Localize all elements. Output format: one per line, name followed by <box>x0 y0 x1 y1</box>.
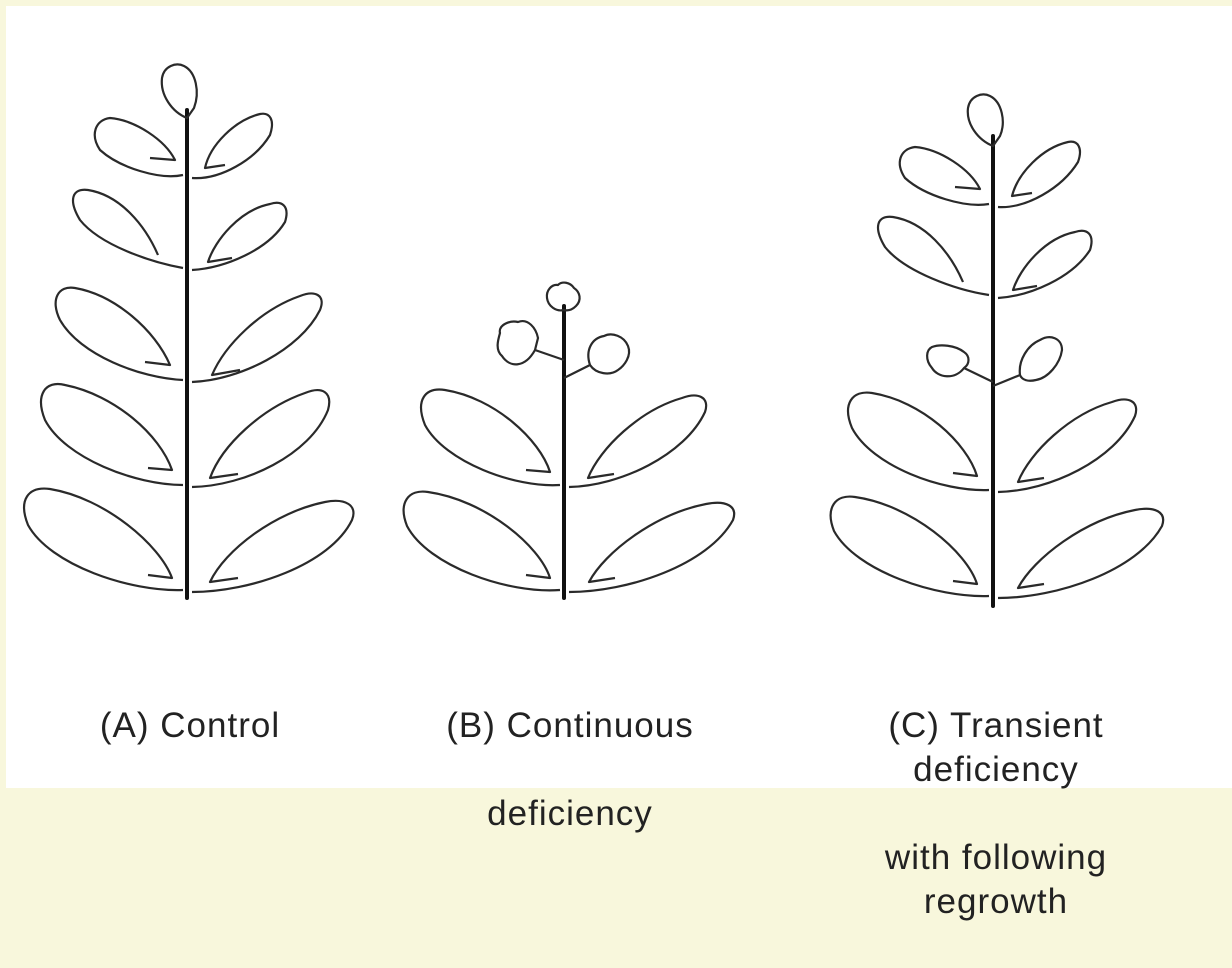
leaf-a-3-right <box>192 294 322 382</box>
plant-b-continuous <box>404 283 734 598</box>
leaf-a-4-left <box>41 384 183 485</box>
caption-b-line2: deficiency <box>400 792 740 836</box>
caption-b-line1: (B) Continuous <box>400 704 740 748</box>
leaf-b-2-right <box>569 503 734 592</box>
leaf-c-3-right <box>998 400 1136 492</box>
caption-b: (B) Continuous deficiency <box>400 660 740 880</box>
leaf-b-1-right <box>569 396 706 487</box>
damaged-leaf-b-left <box>498 321 538 364</box>
leaf-b-2-left <box>404 492 560 591</box>
leaf-b-1-left <box>421 390 560 486</box>
caption-c-line1: (C) Transient deficiency <box>826 704 1166 792</box>
leaf-c-2-left <box>878 217 989 295</box>
leaf-a-5-right <box>192 501 353 592</box>
damaged-leaf-c-left <box>927 345 968 376</box>
leaf-c-1-right <box>998 142 1080 207</box>
leaf-a-1-left <box>95 118 183 176</box>
plant-c-transient <box>831 95 1163 607</box>
caption-a: (A) Control <box>20 660 360 748</box>
leaf-a-1-right <box>192 114 272 178</box>
leaf-c-3-left <box>848 393 989 491</box>
caption-c-line2: with following regrowth <box>826 836 1166 924</box>
leaf-a-3-left <box>56 288 183 380</box>
caption-c: (C) Transient deficiency with following … <box>826 660 1166 968</box>
terminal-leaf-c <box>968 95 1003 147</box>
leaf-a-5-left <box>24 489 183 591</box>
leaf-a-2-left <box>73 190 183 268</box>
damaged-leaf-b-right <box>588 334 629 373</box>
terminal-leaf-a <box>162 65 197 119</box>
leaf-c-2-right <box>998 231 1092 298</box>
damaged-leaf-c-right <box>1020 337 1062 381</box>
leaf-c-4-left <box>831 497 989 597</box>
plant-a-control <box>24 65 353 599</box>
leaf-a-4-right <box>192 390 329 487</box>
leaf-c-1-left <box>900 147 989 205</box>
leaf-a-2-right <box>192 203 287 270</box>
leaf-c-4-right <box>998 509 1163 598</box>
caption-a-text: (A) Control <box>100 706 280 745</box>
